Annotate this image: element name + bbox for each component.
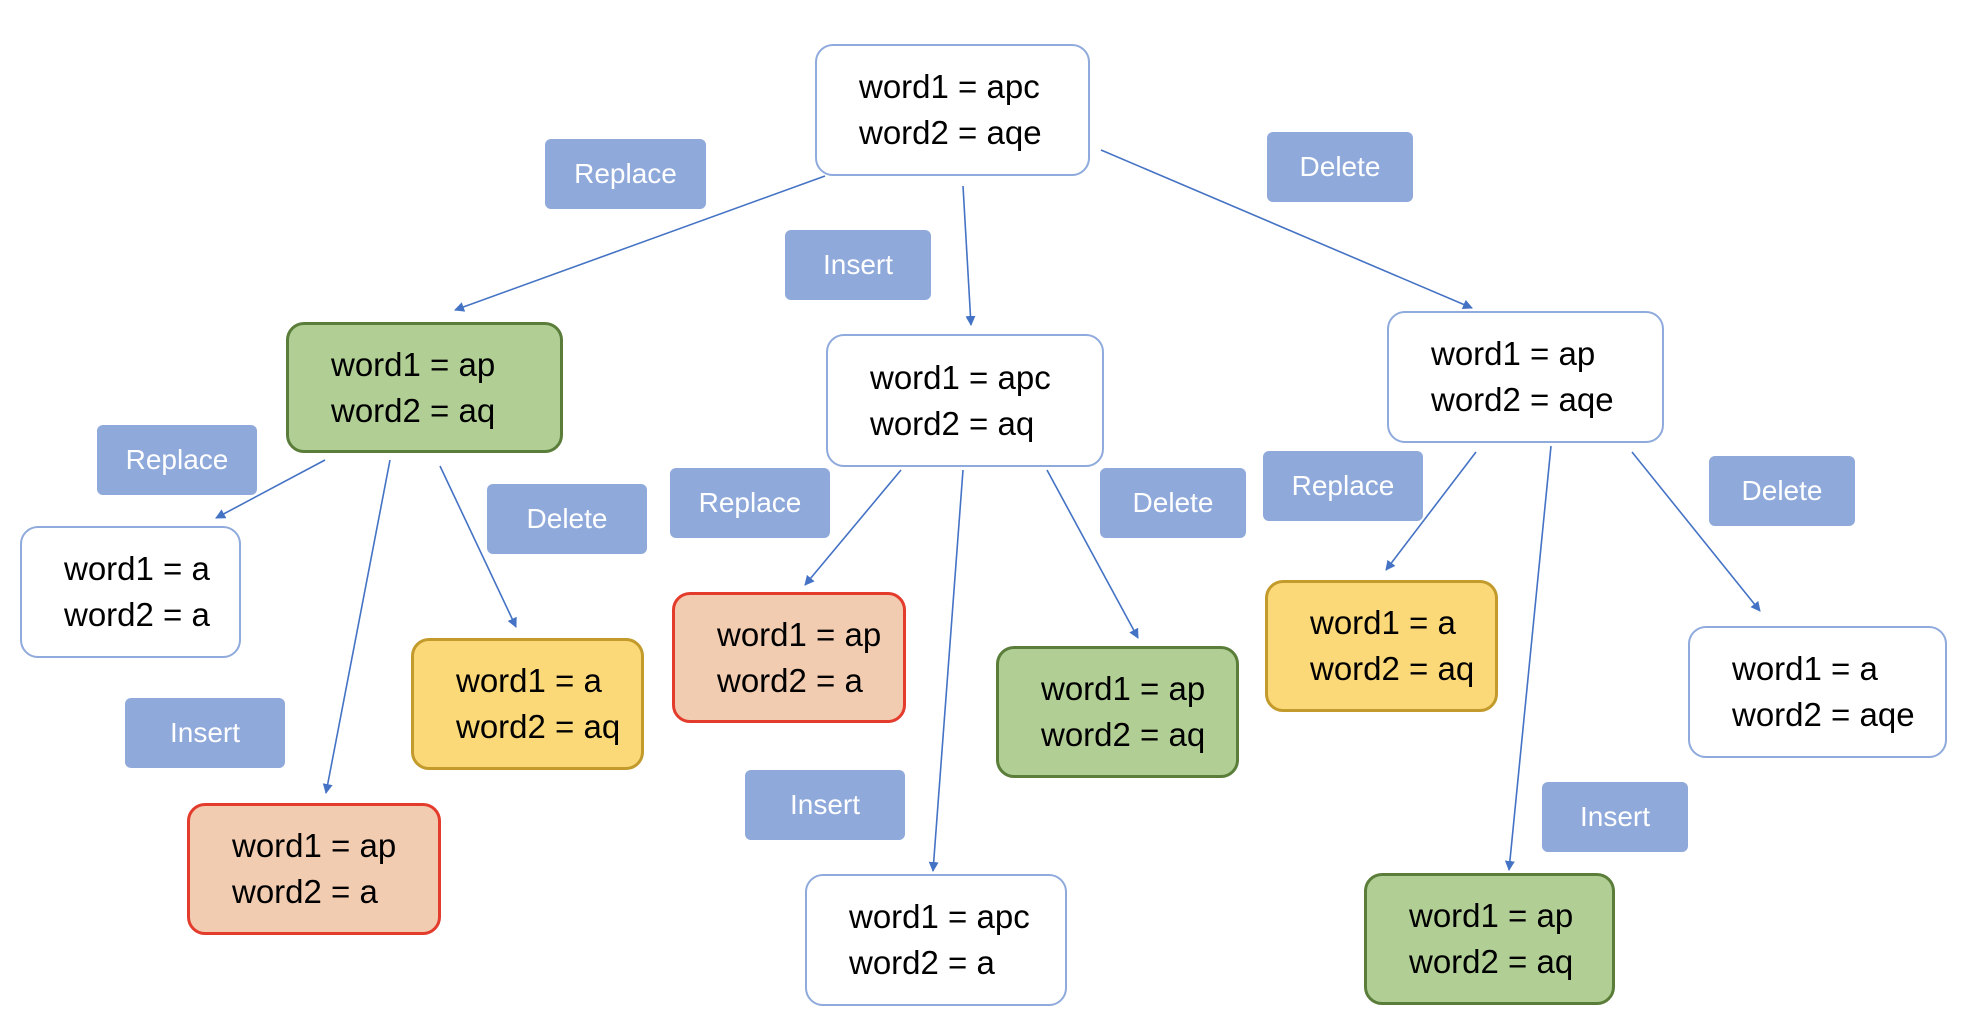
left-replace-word2-text: word2 = a: [64, 596, 210, 633]
delete-label-right: Delete: [1709, 456, 1855, 526]
edge-right-to-insert-child: [1504, 445, 1552, 871]
right-insert-state-node: word1 = ap word2 = aq: [1364, 873, 1615, 1005]
edge-root-to-insert-child: [962, 185, 976, 326]
left-delete-word1-text: word1 = a: [456, 662, 602, 699]
middle-delete-state-node: word1 = ap word2 = aq: [996, 646, 1239, 778]
delete-child-word2-text: word2 = aqe: [1431, 381, 1614, 418]
replace-label-root: Replace: [545, 139, 706, 209]
left-delete-state-node: word1 = a word2 = aq: [411, 638, 644, 770]
replace-child-word2-text: word2 = aq: [331, 391, 496, 429]
left-delete-word2-text: word2 = aq: [456, 708, 621, 745]
left-insert-state-node: word1 = ap word2 = a: [187, 803, 441, 935]
edge-right-to-delete-child: [1631, 451, 1761, 612]
edge-left-to-insert-child: [322, 459, 391, 794]
root-word1-text: word1 = apc: [859, 68, 1040, 105]
insert-child-word2-text: word2 = aq: [870, 404, 1035, 442]
right-insert-word1-text: word1 = ap: [1409, 897, 1574, 934]
edge-root-to-delete-child: [1100, 149, 1473, 310]
insert-child-state-node: word1 = apc word2 = aq: [826, 334, 1104, 467]
edge-left-to-replace-child: [215, 459, 326, 519]
delete-label-left: Delete: [487, 484, 647, 554]
replace-child-state-node: word1 = ap word2 = aq: [286, 322, 563, 453]
insert-label-root: Insert: [785, 230, 931, 300]
middle-insert-word2-text: word2 = a: [849, 944, 995, 981]
left-replace-state-node: word1 = a word2 = a: [20, 526, 241, 658]
replace-child-word1-text: word1 = ap: [331, 345, 496, 383]
right-delete-state-node: word1 = a word2 = aqe: [1688, 626, 1947, 758]
edge-middle-to-replace-child: [804, 469, 902, 586]
delete-label-root: Delete: [1267, 132, 1413, 202]
right-delete-word1-text: word1 = a: [1732, 650, 1878, 687]
insert-label-right: Insert: [1542, 782, 1688, 852]
right-delete-word2-text: word2 = aqe: [1732, 696, 1915, 733]
insert-child-word1-text: word1 = apc: [870, 358, 1051, 396]
delete-child-word1-text: word1 = ap: [1431, 335, 1596, 372]
middle-replace-word1-text: word1 = ap: [717, 615, 882, 653]
insert-label-middle: Insert: [745, 770, 905, 840]
edge-root-to-replace-child: [454, 175, 826, 312]
right-replace-state-node: word1 = a word2 = aq: [1265, 580, 1498, 712]
middle-replace-state-node: word1 = ap word2 = a: [672, 592, 906, 723]
root-word2-text: word2 = aqe: [859, 114, 1042, 151]
right-replace-word1-text: word1 = a: [1310, 604, 1456, 641]
middle-insert-word1-text: word1 = apc: [849, 898, 1030, 935]
root-state-node: word1 = apc word2 = aqe: [815, 44, 1090, 176]
replace-label-right: Replace: [1263, 451, 1423, 521]
delete-label-middle: Delete: [1100, 468, 1246, 538]
edge-left-to-delete-child: [439, 465, 517, 628]
right-replace-word2-text: word2 = aq: [1310, 650, 1475, 687]
edge-middle-to-delete-child: [1046, 469, 1139, 639]
middle-insert-state-node: word1 = apc word2 = a: [805, 874, 1067, 1006]
edge-middle-to-insert-child: [928, 469, 964, 872]
middle-replace-word2-text: word2 = a: [717, 661, 863, 699]
left-replace-word1-text: word1 = a: [64, 550, 210, 587]
left-insert-word2-text: word2 = a: [232, 873, 378, 910]
middle-delete-word2-text: word2 = aq: [1041, 716, 1206, 753]
middle-delete-word1-text: word1 = ap: [1041, 670, 1206, 707]
replace-label-middle: Replace: [670, 468, 830, 538]
left-insert-word1-text: word1 = ap: [232, 827, 397, 864]
insert-label-left: Insert: [125, 698, 285, 768]
replace-label-left: Replace: [97, 425, 257, 495]
right-insert-word2-text: word2 = aq: [1409, 943, 1574, 980]
delete-child-state-node: word1 = ap word2 = aqe: [1387, 311, 1664, 443]
edge-right-to-replace-child: [1385, 451, 1477, 571]
